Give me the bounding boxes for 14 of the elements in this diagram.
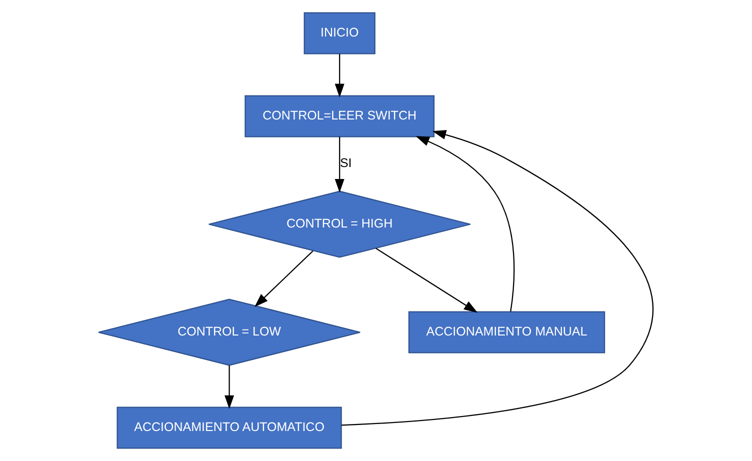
node-box: ACCIONAMIENTO MANUAL [408, 311, 606, 354]
arrow [341, 130, 654, 426]
edge-label: SI [340, 156, 352, 170]
arrow [376, 248, 478, 313]
node-diamond: CONTROL = LOW [98, 298, 361, 366]
node-box: ACCIONAMIENTO AUTOMATICO [116, 406, 342, 449]
node-diamond: CONTROL = HIGH [208, 190, 471, 258]
arrow [254, 250, 314, 307]
node-box: INICIO [304, 12, 376, 54]
node-box: CONTROL=LEER SWITCH [244, 95, 435, 138]
arrow [416, 136, 515, 312]
arrow [334, 136, 344, 193]
arrow [334, 54, 344, 98]
arrow [224, 365, 234, 409]
